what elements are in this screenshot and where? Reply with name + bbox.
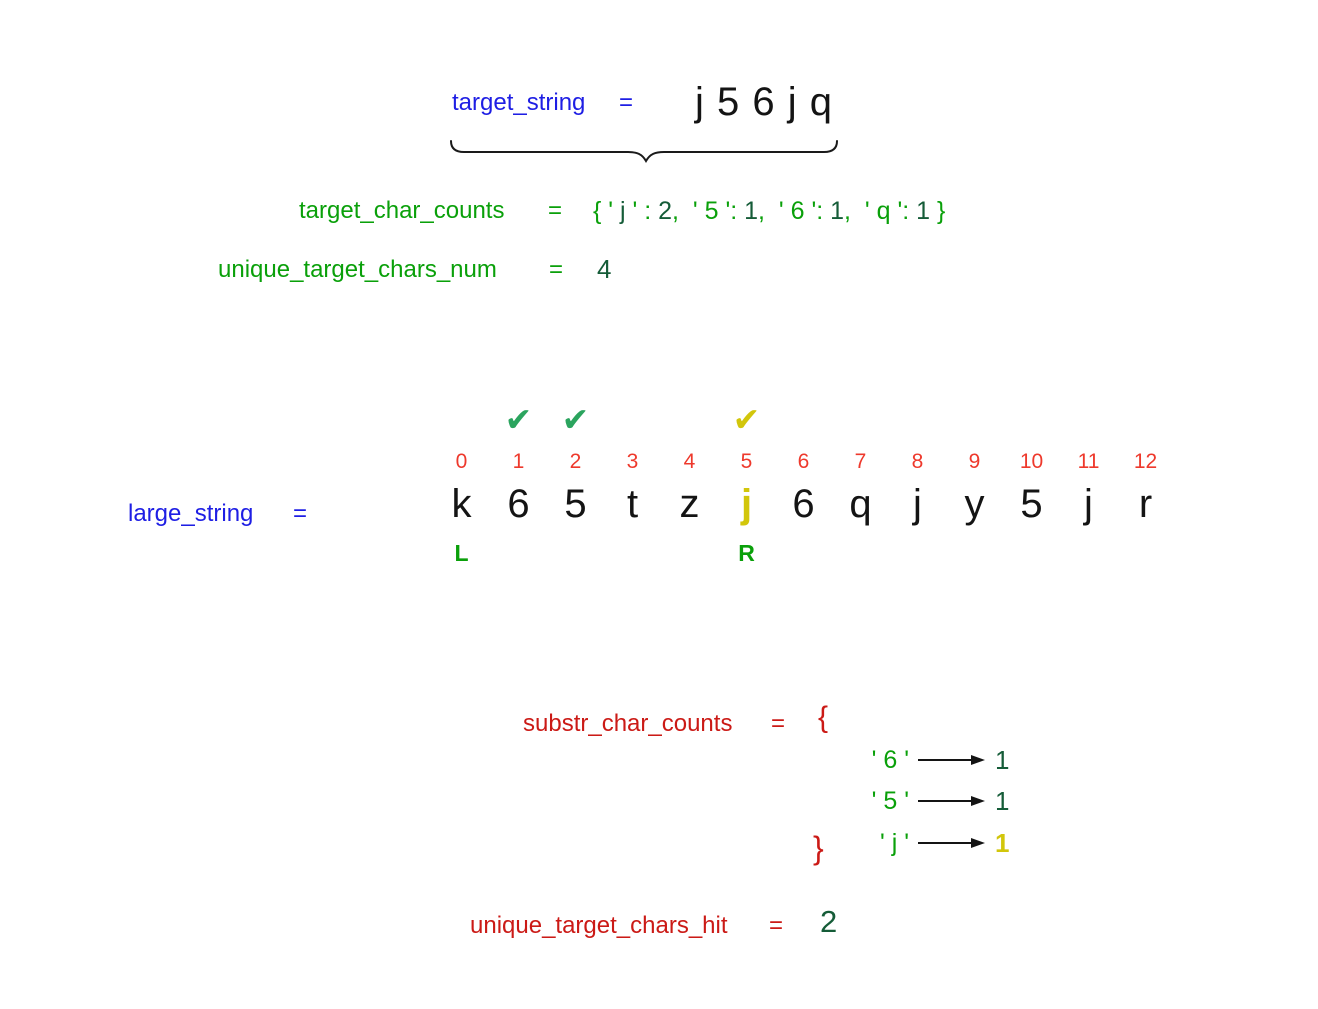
unique-target-chars-num-equals: = bbox=[549, 256, 564, 283]
string-char: z bbox=[679, 482, 700, 526]
pointer-R: R bbox=[738, 540, 755, 566]
string-char: j bbox=[913, 482, 922, 526]
string-column-2: ✔ 2 5 bbox=[547, 398, 604, 566]
string-char: y bbox=[964, 482, 985, 526]
pointer-L: L bbox=[454, 540, 469, 566]
index-label: 12 bbox=[1133, 450, 1158, 473]
dict-value: 1 bbox=[995, 744, 1010, 775]
dict-token: ': bbox=[890, 197, 917, 225]
index-label: 4 bbox=[683, 450, 696, 473]
arrow-right-icon bbox=[918, 796, 985, 806]
dict-token: , ' bbox=[672, 197, 705, 225]
string-char: 5 bbox=[1020, 482, 1043, 526]
string-char: q bbox=[849, 482, 872, 526]
dict-token: 1 bbox=[744, 197, 759, 225]
arrow-right-icon bbox=[918, 755, 985, 765]
dict-token: 1 bbox=[830, 197, 845, 225]
target-string-value: j 5 6 j q bbox=[695, 80, 833, 124]
dict-value: 1 bbox=[995, 785, 1010, 816]
arrow-right-icon bbox=[918, 838, 985, 848]
index-label: 7 bbox=[854, 450, 867, 473]
dict-entry-row: ' j ' 1 bbox=[843, 828, 1009, 858]
target-string-label: target_string bbox=[452, 89, 586, 116]
dict-key: ' 5 ' bbox=[871, 786, 909, 815]
dict-key: ' 6 ' bbox=[871, 745, 909, 774]
unique-target-chars-hit-value: 2 bbox=[820, 904, 838, 939]
index-label: 1 bbox=[512, 450, 525, 473]
string-char: r bbox=[1138, 482, 1153, 526]
dict-token: 6 bbox=[790, 197, 805, 225]
string-char: k bbox=[451, 482, 472, 526]
index-label: 9 bbox=[968, 450, 981, 473]
string-column-12: 12 r bbox=[1117, 398, 1174, 566]
unique-target-chars-hit-label: unique_target_chars_hit bbox=[470, 912, 728, 939]
substr-char-counts-label: substr_char_counts bbox=[523, 710, 733, 737]
index-label: 8 bbox=[911, 450, 924, 473]
target-char-counts-equals: = bbox=[548, 197, 563, 224]
string-column-11: 11 j bbox=[1060, 398, 1117, 566]
dict-entry-row: ' 6 ' 1 bbox=[843, 744, 1010, 775]
index-label: 5 bbox=[740, 450, 753, 473]
dict-token: , ' bbox=[844, 197, 877, 225]
dict-token: { ' bbox=[593, 197, 621, 225]
dict-value: 1 bbox=[995, 827, 1010, 858]
index-label: 3 bbox=[626, 450, 639, 473]
unique-target-chars-num-value: 4 bbox=[597, 254, 612, 284]
dict-token: } bbox=[930, 197, 946, 225]
dict-token: q bbox=[876, 197, 891, 225]
dict-token: 5 bbox=[704, 197, 719, 225]
string-column-1: ✔ 1 6 bbox=[490, 398, 547, 566]
dict-token: ': bbox=[718, 197, 745, 225]
check-icon-green: ✔ bbox=[561, 401, 590, 438]
dict-token: ': bbox=[804, 197, 831, 225]
check-icon-yellow: ✔ bbox=[732, 401, 761, 438]
dict-token: j bbox=[620, 197, 626, 225]
substr-char-counts-equals: = bbox=[771, 710, 786, 737]
unique-target-chars-hit-equals: = bbox=[769, 912, 784, 939]
underbrace-icon bbox=[450, 140, 838, 164]
index-label: 6 bbox=[797, 450, 810, 473]
string-char: 5 bbox=[564, 482, 587, 526]
dict-token: , ' bbox=[758, 197, 791, 225]
dict-token: 2 bbox=[658, 197, 673, 225]
string-char: 6 bbox=[507, 482, 530, 526]
dict-token: ' : bbox=[625, 197, 659, 225]
target-char-counts-label: target_char_counts bbox=[299, 197, 505, 224]
unique-target-chars-num-label: unique_target_chars_num bbox=[218, 256, 497, 283]
string-char: j bbox=[1084, 482, 1093, 526]
index-label: 0 bbox=[455, 450, 468, 473]
index-label: 2 bbox=[569, 450, 582, 473]
large-string-label: large_string bbox=[128, 500, 254, 527]
close-brace: } bbox=[813, 830, 824, 866]
open-brace: { bbox=[818, 701, 829, 734]
index-label: 10 bbox=[1019, 450, 1044, 473]
string-char: j bbox=[740, 482, 753, 526]
check-icon-green: ✔ bbox=[504, 401, 533, 438]
target-char-counts-value: { ' j ' : 2, ' 5 ': 1, ' 6 ': 1, ' q ': … bbox=[593, 197, 945, 226]
string-char: t bbox=[626, 482, 639, 526]
dict-entry-row: ' 5 ' 1 bbox=[843, 785, 1010, 816]
target-string-equals: = bbox=[619, 89, 634, 116]
dict-token: 1 bbox=[916, 197, 931, 225]
string-char: 6 bbox=[792, 482, 815, 526]
index-label: 11 bbox=[1077, 450, 1100, 473]
large-string-equals: = bbox=[293, 500, 308, 527]
dict-key: ' j ' bbox=[880, 828, 909, 857]
